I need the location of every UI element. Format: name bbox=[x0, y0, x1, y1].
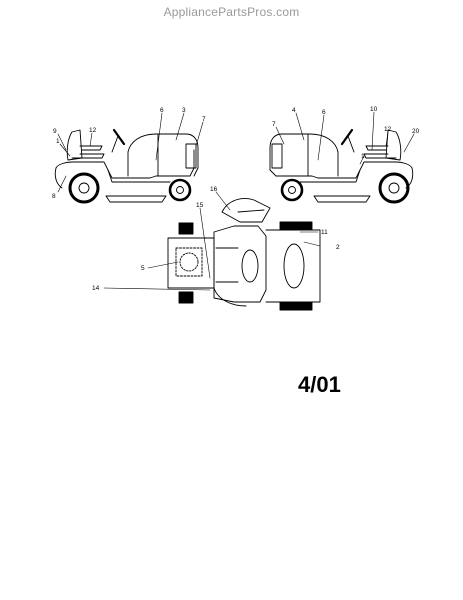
tractor-right-side-view bbox=[269, 111, 415, 204]
callout-left-12: 12 bbox=[89, 127, 97, 134]
callout-top-11: 11 bbox=[321, 229, 328, 236]
date-code: 4/01 bbox=[298, 372, 341, 397]
callout-left-3: 3 bbox=[182, 107, 186, 114]
callout-right-1: 1 bbox=[361, 153, 365, 160]
callout-left-7: 7 bbox=[202, 116, 206, 123]
callout-top-5: 5 bbox=[141, 265, 145, 272]
callout-left-9: 9 bbox=[53, 128, 57, 135]
callout-right-7: 7 bbox=[272, 121, 276, 128]
tractor-left-side-view bbox=[54, 112, 204, 204]
watermark-text: AppliancePartsPros.com bbox=[163, 5, 300, 19]
callout-left-8: 8 bbox=[52, 193, 56, 200]
callout-right-12: 12 bbox=[384, 126, 392, 133]
callout-right-20: 20 bbox=[412, 128, 420, 135]
callout-right-4: 4 bbox=[292, 107, 296, 114]
tractor-top-view bbox=[103, 191, 321, 311]
callout-left-1: 1 bbox=[56, 138, 60, 145]
callout-left-6: 6 bbox=[160, 107, 164, 114]
callout-top-14: 14 bbox=[92, 285, 100, 292]
callout-top-16: 16 bbox=[210, 186, 218, 193]
callout-top-15: 15 bbox=[196, 202, 204, 209]
callout-right-10: 10 bbox=[370, 106, 378, 113]
callout-right-6: 6 bbox=[322, 109, 326, 116]
callout-top-2: 2 bbox=[336, 244, 340, 251]
